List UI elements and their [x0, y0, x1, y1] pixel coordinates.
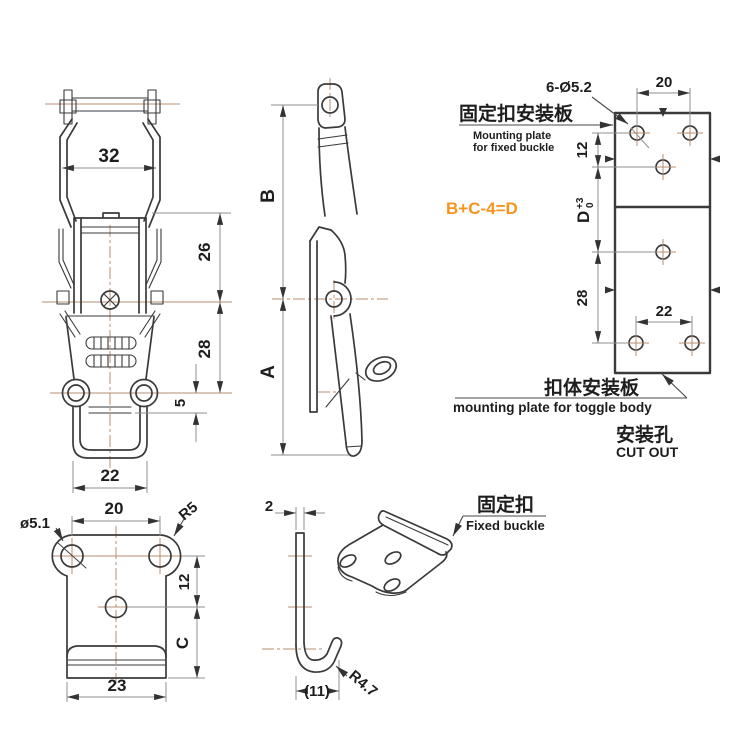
dim-28-plate-label: 28 — [574, 290, 591, 307]
side-view-dimensions: B A — [258, 104, 349, 456]
cutout-label-cn: 安装孔 — [616, 423, 673, 446]
fixed-buckle-plate-label-en2: for fixed buckle — [473, 142, 554, 154]
plate-labels: 固定扣安装板 Mounting plate for fixed buckle B… — [446, 102, 688, 460]
cutout-label-en: CUT OUT — [616, 444, 679, 460]
buckle-3d-sketch — [337, 509, 453, 597]
dim-dia-label: ø5.1 — [20, 515, 50, 532]
dim-2-label: 2 — [265, 498, 273, 515]
latch-body — [61, 212, 159, 414]
hole-spec-label: 6-Ø5.2 — [546, 79, 592, 96]
buckle-top-dimensions: 20 ø5.1 R5 12 C 23 — [20, 499, 205, 702]
latch-loop — [72, 405, 148, 459]
dim-R47-label: R4.7 — [345, 667, 380, 700]
buckle-plate-outline — [51, 534, 182, 679]
dim-20-buckle-label: 20 — [105, 499, 124, 518]
formula-label: B+C-4=D — [446, 199, 518, 218]
keeper-ring — [355, 356, 398, 382]
dim-D-tolerance-upper: +3 — [575, 197, 586, 209]
housing-side — [309, 226, 352, 413]
dim-32-label: 32 — [98, 146, 119, 167]
dim-R5-label: R5 — [176, 499, 202, 524]
toggle-body-plate-label-cn: 扣体安装板 — [544, 376, 640, 399]
plate-dimensions: 20 6-Ø5.2 12 D +3 0 28 22 — [546, 74, 693, 344]
fixed-buckle-label-cn: 固定扣 — [477, 493, 534, 516]
plate-outline — [613, 111, 712, 375]
bail-wire — [59, 118, 161, 228]
mounting-plates-view: 20 6-Ø5.2 12 D +3 0 28 22 固定扣安装板 — [446, 74, 720, 460]
dim-23-label: 23 — [108, 676, 127, 695]
dim-11-label: (11) — [304, 683, 330, 700]
dim-5-label: 5 — [172, 399, 189, 407]
dim-B-label: B — [258, 189, 279, 203]
front-view-dimensions: 32 26 28 5 22 — [62, 146, 231, 493]
buckle-3d-labels: 固定扣 Fixed buckle — [452, 493, 546, 537]
dim-C-label: C — [173, 637, 192, 649]
buckle-top-view: 20 ø5.1 R5 12 C 23 — [20, 499, 205, 702]
plate-edge-ticks — [605, 108, 720, 294]
buckle-profile-outline — [295, 532, 343, 673]
buckle-profile-dimensions: 2 (11) R4.7 — [265, 498, 381, 700]
buckle-3d-view: 固定扣 Fixed buckle — [337, 493, 546, 597]
dim-26-label: 26 — [195, 243, 214, 262]
dim-20-plate-label: 20 — [656, 74, 673, 91]
serration-rows — [85, 336, 137, 368]
dim-28-label: 28 — [195, 340, 214, 359]
dim-22-plate-label: 22 — [656, 303, 673, 320]
bail-pins — [59, 89, 161, 125]
fixed-buckle-plate-label-cn: 固定扣安装板 — [459, 102, 574, 125]
latch-side-view: B A — [258, 78, 398, 457]
buckle-profile-view: 2 (11) R4.7 — [262, 498, 381, 700]
latch-front-view: 32 26 28 5 22 — [42, 89, 232, 493]
dim-22-label: 22 — [101, 466, 120, 485]
toggle-body-plate-label-en: mounting plate for toggle body — [453, 400, 652, 415]
dim-12-plate-label: 12 — [574, 142, 591, 159]
plate-holes — [623, 120, 705, 356]
fixed-buckle-label-en: Fixed buckle — [466, 518, 545, 533]
adjust-screw — [100, 290, 120, 310]
dim-D-label: D +3 0 — [574, 197, 596, 223]
dim-12-buckle-label: 12 — [176, 574, 193, 591]
fixed-buckle-plate-label-en1: Mounting plate — [473, 130, 551, 142]
dim-D-tolerance-lower: 0 — [585, 202, 596, 208]
dim-D-letter: D — [574, 211, 593, 223]
dim-A-label: A — [258, 365, 279, 379]
lever-arm — [317, 83, 358, 217]
hook-arm — [330, 313, 363, 457]
